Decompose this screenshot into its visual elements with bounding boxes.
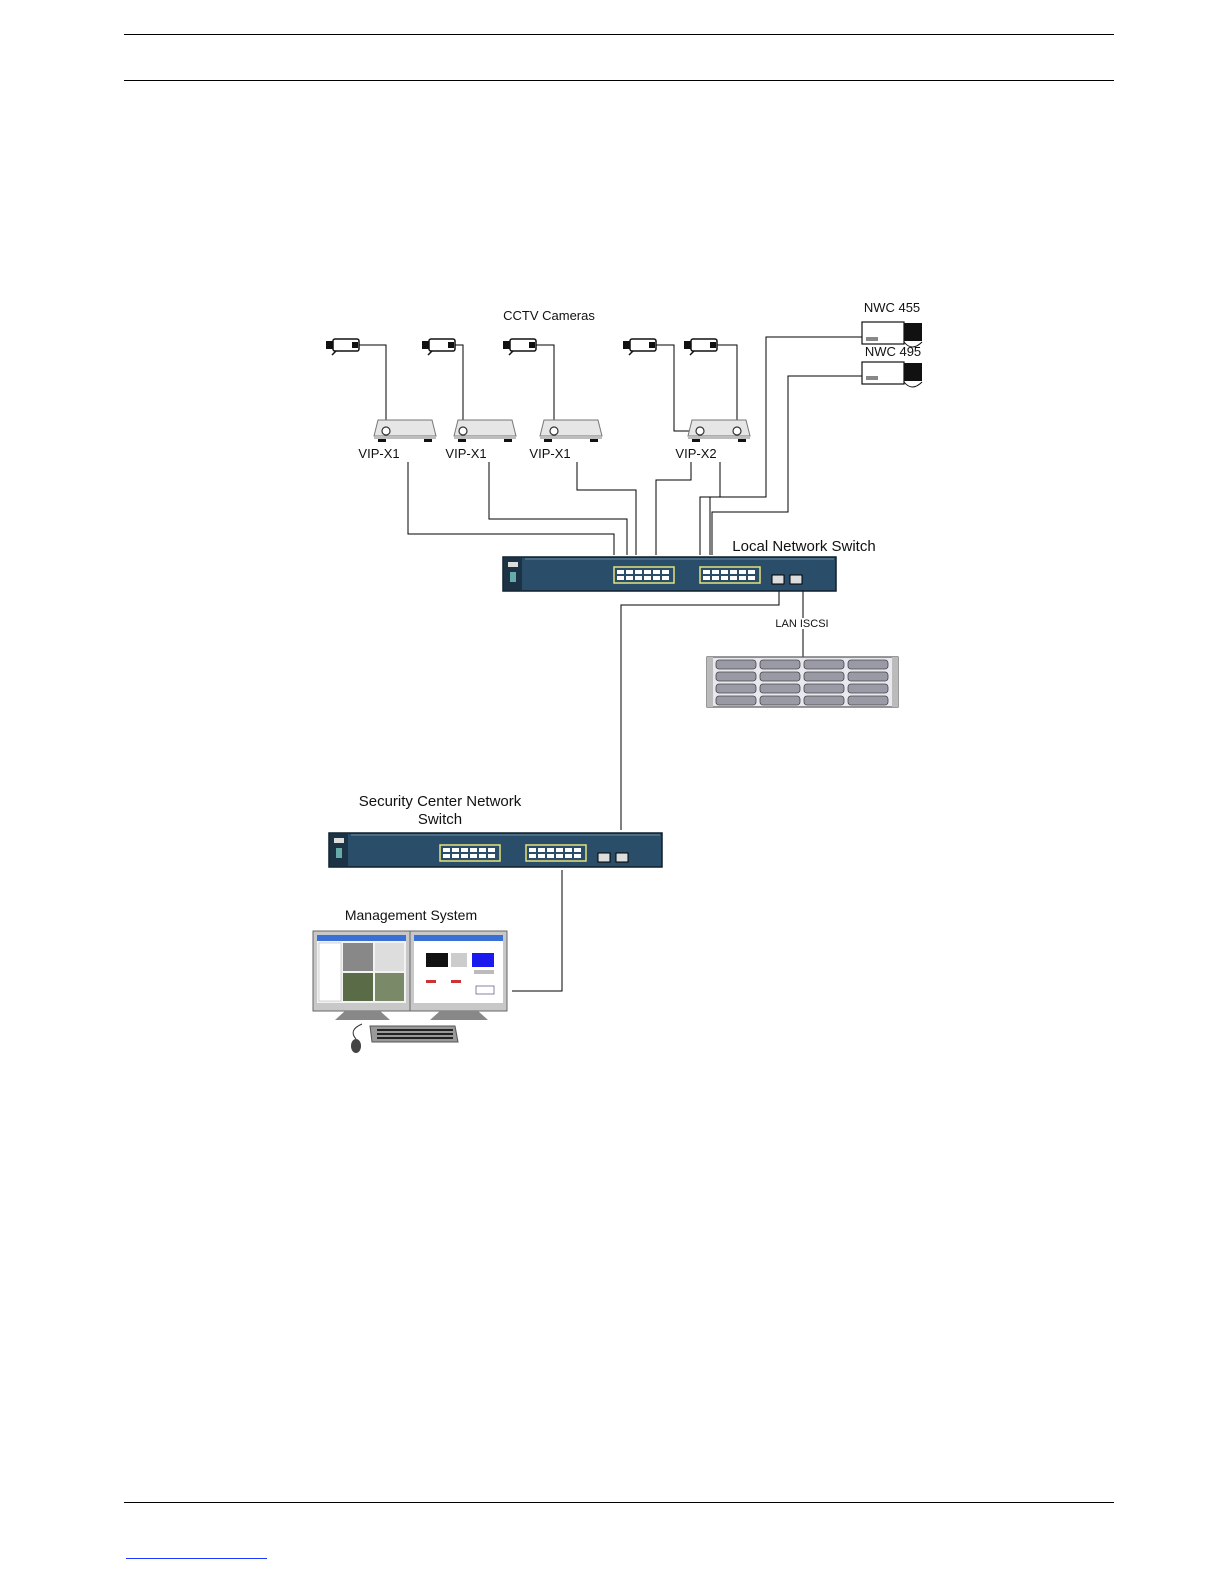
local-network-switch-icon <box>503 557 836 591</box>
iscsi-storage-array-icon <box>707 657 898 707</box>
vip-x1-label-c: VIP-X1 <box>529 446 570 461</box>
vip-x2-label: VIP-X2 <box>675 446 716 461</box>
cable-nwc495-switch <box>712 376 862 555</box>
cctv-camera-5-icon <box>684 339 717 355</box>
local-network-switch-label: Local Network Switch <box>732 538 875 555</box>
cable-nwc455-switch <box>710 337 862 555</box>
cable-cam2-vipx1b <box>455 345 463 426</box>
security-switch-label-line1: Security Center Network <box>359 793 522 810</box>
cable-cam1-vipx1a <box>359 345 386 426</box>
vip-x1-label-b: VIP-X1 <box>445 446 486 461</box>
management-workstation-icon <box>313 931 507 1053</box>
management-system-label: Management System <box>345 907 477 923</box>
cable-local-to-security-switch <box>621 590 779 830</box>
vip-x1-encoder-c-icon <box>540 420 602 442</box>
nwc-495-label: NWC 495 <box>865 344 921 359</box>
security-center-switch-icon <box>329 833 662 867</box>
cable-vipx1a-switch <box>408 462 614 555</box>
cctv-cameras-label: CCTV Cameras <box>503 308 595 323</box>
cable-cam4-vipx2 <box>656 345 700 431</box>
lan-iscsi-label: LAN ISCSI <box>775 618 828 630</box>
vip-x1-label-a: VIP-X1 <box>358 446 399 461</box>
cable-cam5-vipx2 <box>717 345 737 426</box>
cctv-camera-2-icon <box>422 339 455 355</box>
nwc-455-label: NWC 455 <box>864 300 920 315</box>
cable-vipx1b-switch <box>489 462 627 555</box>
cable-vipx2a-switch <box>656 462 691 555</box>
security-switch-label-line2: Switch <box>418 811 462 828</box>
cable-security-switch-to-management <box>512 870 562 991</box>
nwc-495-camera-icon <box>862 362 922 387</box>
cctv-camera-3-icon <box>503 339 536 355</box>
cctv-camera-4-icon <box>623 339 656 355</box>
cable-cam3-vipx1c <box>536 345 554 426</box>
cctv-camera-1-icon <box>326 339 359 355</box>
